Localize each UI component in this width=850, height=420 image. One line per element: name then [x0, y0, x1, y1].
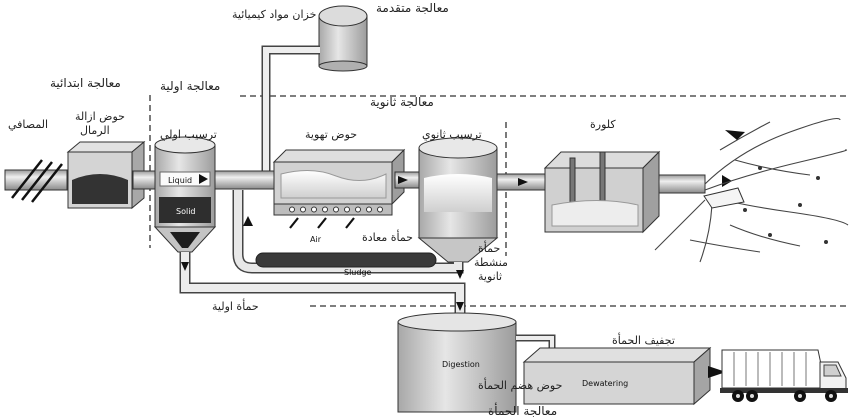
- primary-sludge-label: حمأة اولية: [212, 300, 259, 313]
- down-arrow-icon: [181, 262, 189, 271]
- down-arrow-icon: [456, 270, 464, 279]
- inlet-pipe: [4, 159, 68, 203]
- aeration-tank: [272, 148, 406, 229]
- drying-label: تجفيف الحمأة: [612, 334, 675, 347]
- digester-label: حوض هضم الحمأة: [478, 379, 563, 392]
- sludge-label: Sludge: [344, 268, 372, 277]
- digestion-label: Digestion: [442, 360, 480, 369]
- chlorination-tank: [543, 150, 661, 234]
- sludge-truck: [720, 349, 848, 402]
- river-outlet: [654, 117, 849, 263]
- secondary-sedimentation-tank: [417, 137, 499, 263]
- section-sludge-label: معالجة الحمأة: [488, 404, 558, 418]
- secondary-sedimentation-label: ترسيب ثانوي: [422, 128, 482, 141]
- solid-label: Solid: [176, 207, 196, 216]
- activated-sludge-label-line3: ثانوية: [478, 270, 503, 283]
- grit-chamber-label-line2: الرمال: [80, 124, 110, 137]
- air-label: Air: [310, 235, 321, 244]
- section-advanced-label: معالجة متقدمة: [376, 1, 449, 15]
- primary-sedimentation-label: ترسيب اولي: [160, 128, 217, 141]
- dewatering-bed: [522, 346, 712, 406]
- liquid-label: Liquid: [168, 176, 193, 185]
- section-primary-label: معالجة اولية: [160, 79, 221, 93]
- down-arrow-icon: [456, 302, 464, 311]
- section-preliminary-label: معالجة ابتدائية: [50, 76, 121, 90]
- chemical-tank: [318, 5, 368, 72]
- aeration-tank-label: حوض تهوية: [305, 128, 358, 141]
- chlorination-label: كلورة: [590, 118, 616, 131]
- chemical-tank-label: خزان مواد كيميائية: [232, 8, 317, 21]
- outlet-arrow-icon: [725, 130, 745, 140]
- primary-sedimentation-tank: [153, 136, 217, 253]
- to-truck-arrow-icon: [708, 366, 726, 378]
- up-arrow-icon: [243, 216, 253, 226]
- sludge-digester: [397, 312, 517, 413]
- grit-chamber-label-line1: حوض ازالة: [75, 110, 125, 123]
- activated-sludge-label-line2: منشطة: [474, 256, 508, 269]
- screens-label: المصافي: [8, 118, 49, 131]
- section-secondary-label: معالجة ثانوية: [370, 95, 434, 109]
- returned-sludge-label: حمأة معادة: [362, 231, 413, 244]
- section-dividers: [149, 95, 850, 307]
- activated-sludge-label-line1: حمأة: [478, 242, 501, 255]
- river-debris: [743, 166, 828, 244]
- outfall-splash: [703, 187, 745, 209]
- dewatering-label: Dewatering: [582, 379, 629, 388]
